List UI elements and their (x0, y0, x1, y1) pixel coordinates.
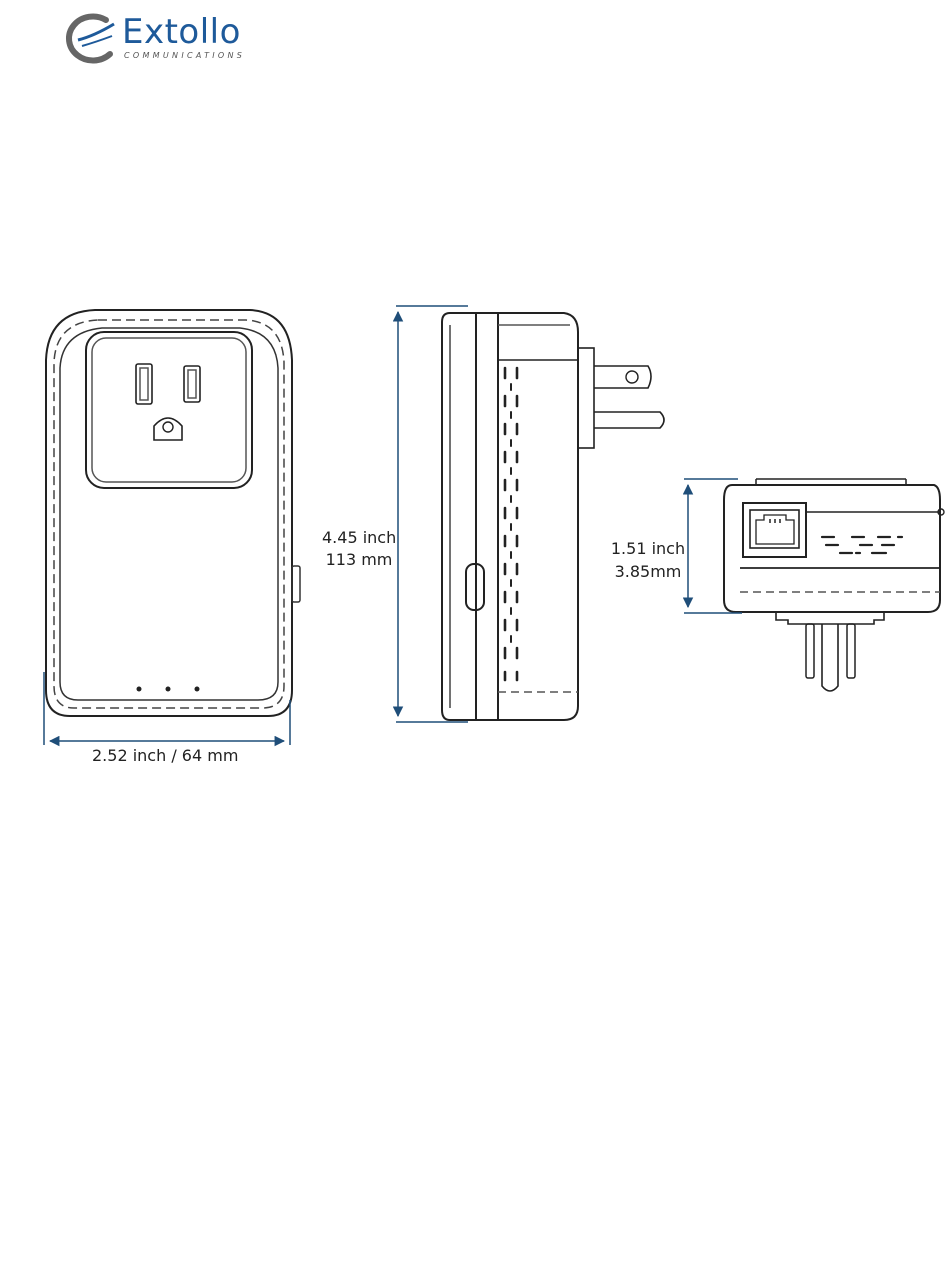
depth-mm-label: 3.85mm (610, 561, 686, 583)
front-view (46, 310, 300, 716)
depth-inch-label: 1.51 inch (610, 538, 686, 560)
ethernet-port-icon (743, 503, 806, 557)
plug-prongs (578, 348, 664, 448)
height-mm-label: 113 mm (322, 549, 396, 571)
status-leds (137, 687, 200, 692)
side-view (442, 313, 664, 720)
outlet-faceplate (86, 332, 252, 488)
end-view (724, 479, 944, 691)
depth-dimension-line (684, 479, 742, 613)
end-vent-slots (822, 537, 902, 553)
vent-slots (505, 368, 517, 680)
height-inch-label: 4.45 inch (322, 527, 396, 549)
width-label: 2.52 inch / 64 mm (92, 745, 238, 767)
height-dimension-line (396, 306, 468, 722)
end-plug-prongs (776, 612, 884, 691)
